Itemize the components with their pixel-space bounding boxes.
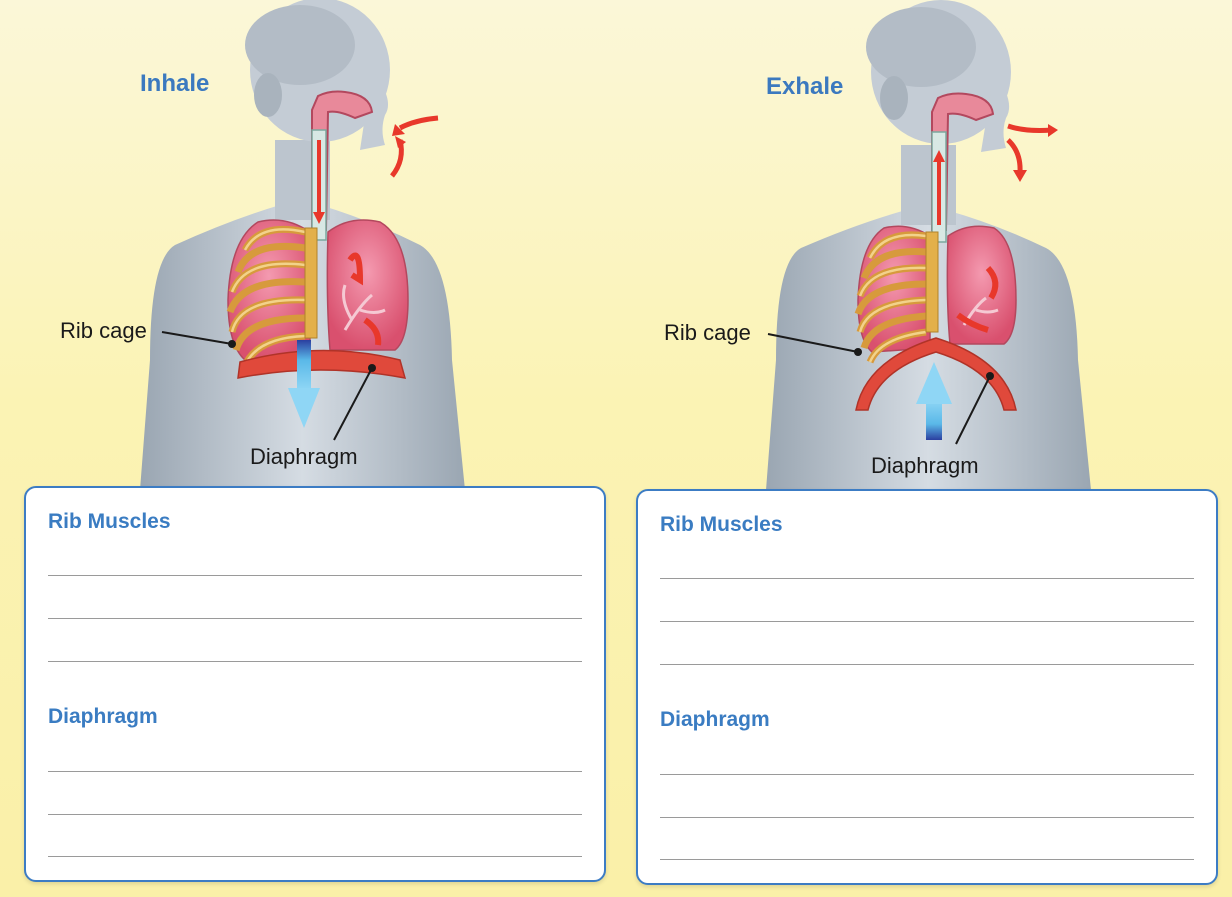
- diaphragm-label: Diaphragm: [250, 444, 358, 469]
- airway: [931, 92, 995, 231]
- rib-cage-label: Rib cage: [664, 320, 751, 345]
- inhale-body-figure: [140, 0, 465, 490]
- rib-muscles-line-3[interactable]: [660, 664, 1194, 665]
- exhale-notes-card: Rib Muscles Diaphragm: [636, 489, 1218, 885]
- rib-cage-label: Rib cage: [60, 318, 147, 343]
- diaphragm-line-2[interactable]: [660, 817, 1194, 818]
- diaphragm-label: Diaphragm: [871, 453, 979, 478]
- exhale-body-figure: [766, 0, 1091, 490]
- exhale-panel: Exhale Rib cage Diaphragm Rib Muscles Di…: [616, 0, 1232, 897]
- diaphragm-line-3[interactable]: [660, 859, 1194, 860]
- air-in-arrow-upper: [398, 115, 439, 131]
- diaphragm-line-1[interactable]: [660, 774, 1194, 775]
- rib-muscles-line-1[interactable]: [660, 578, 1194, 579]
- inhale-panel: Inhale Rib cage Diaphragm Rib Muscles Di…: [24, 0, 606, 882]
- diaphragm-heading: Diaphragm: [48, 705, 158, 728]
- diaphragm-up-arrow: [916, 362, 952, 404]
- inhale-notes-card: Rib Muscles Diaphragm: [24, 486, 606, 882]
- diaphragm-line-2[interactable]: [48, 814, 582, 815]
- rib-muscles-line-1[interactable]: [48, 575, 582, 576]
- diaphragm-heading: Diaphragm: [660, 708, 770, 731]
- airway: [311, 90, 374, 231]
- diaphragm: [855, 337, 1017, 411]
- rib-muscles-heading: Rib Muscles: [48, 510, 171, 533]
- diaphragm-line-1[interactable]: [48, 771, 582, 772]
- lung-right: [946, 225, 1017, 345]
- rib-cage-pointer: [767, 333, 859, 353]
- diaphragm-line-3[interactable]: [48, 856, 582, 857]
- rib-muscles-line-2[interactable]: [48, 618, 582, 619]
- rib-muscles-line-3[interactable]: [48, 661, 582, 662]
- rib-muscles-heading: Rib Muscles: [660, 513, 783, 536]
- lung-right: [326, 219, 409, 351]
- rib-muscles-line-2[interactable]: [660, 621, 1194, 622]
- diaphragm-down-arrow: [288, 388, 320, 428]
- diaphragm-pointer: [333, 367, 373, 441]
- diaphragm-pointer: [955, 375, 991, 445]
- rib-cage-pointer: [161, 331, 233, 345]
- exhale-title: Exhale: [766, 73, 844, 100]
- inhale-title: Inhale: [140, 70, 210, 97]
- diaphragm: [237, 349, 407, 379]
- air-out-arrow-upper: [1007, 123, 1053, 133]
